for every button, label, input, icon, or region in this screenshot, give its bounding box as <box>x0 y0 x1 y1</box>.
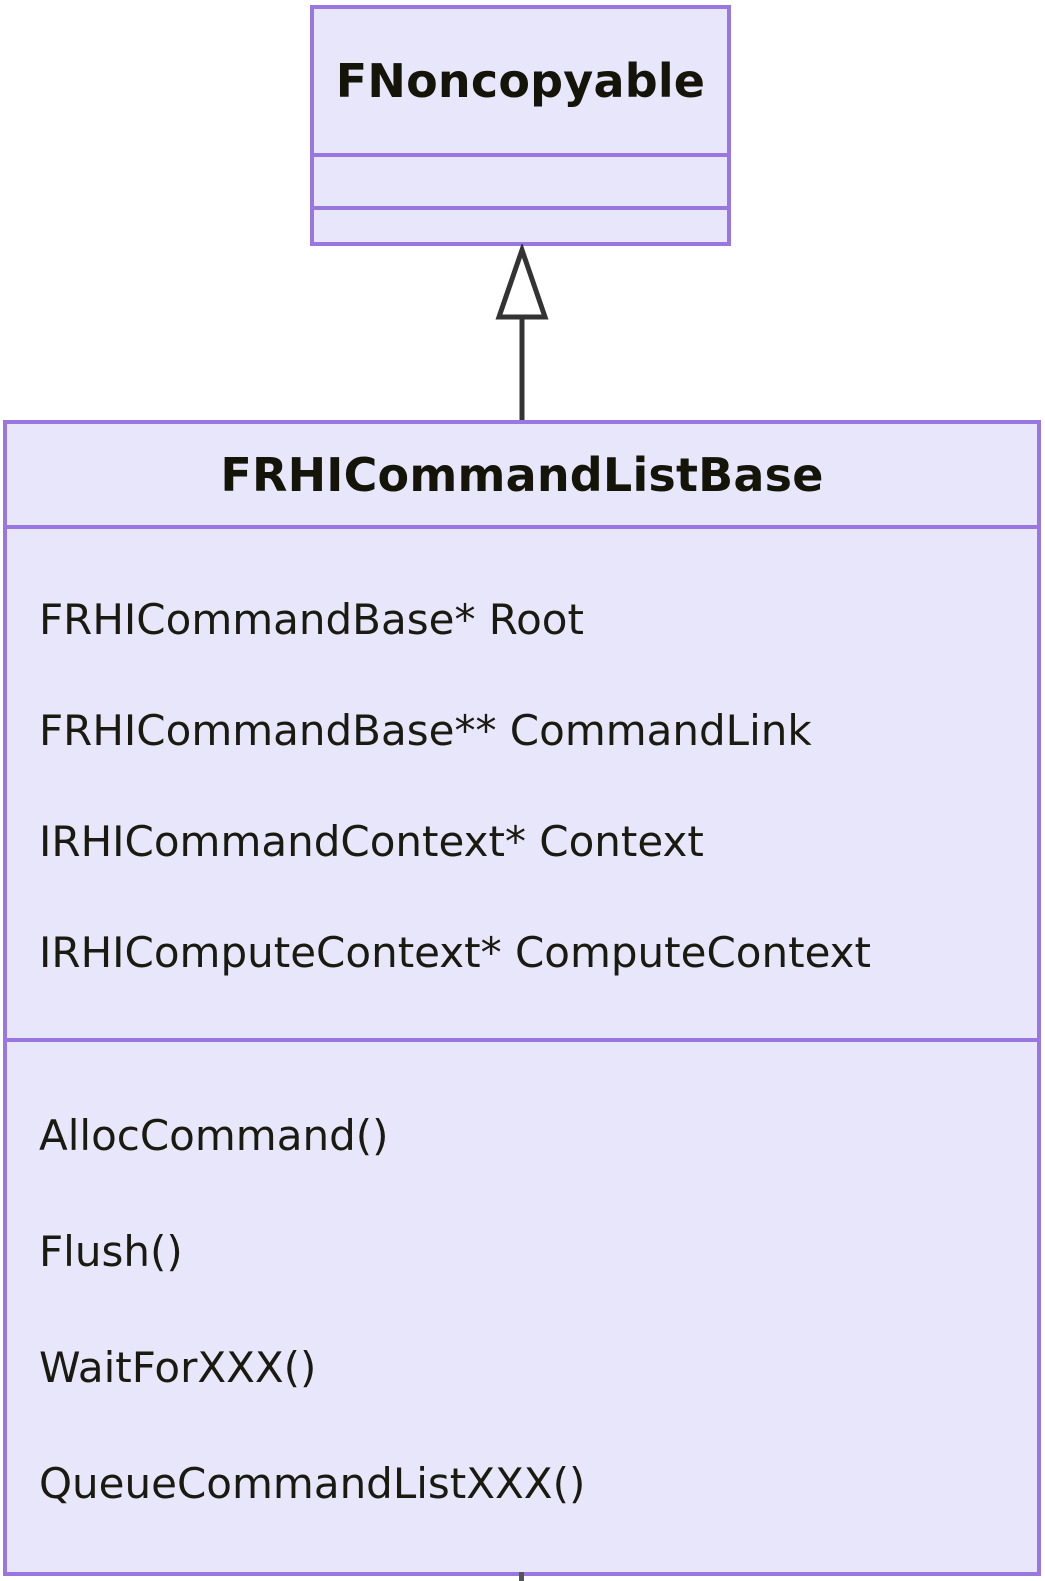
hollow-triangle-icon <box>495 244 549 320</box>
attributes-compartment-frhicommandlistbase: FRHICommandBase* Root FRHICommandBase** … <box>7 525 1037 1038</box>
operations-compartment-fnoncopyable <box>314 206 727 242</box>
class-box-frhicommandlistbase[interactable]: FRHICommandListBase FRHICommandBase* Roo… <box>3 420 1041 1576</box>
operation-row: QueueCommandListXXX() <box>39 1459 586 1508</box>
class-name-frhicommandlistbase: FRHICommandListBase <box>7 424 1037 525</box>
attribute-row: IRHICommandContext* Context <box>39 816 704 866</box>
operations-compartment-frhicommandlistbase: AllocCommand() Flush() WaitForXXX() Queu… <box>7 1038 1037 1572</box>
attribute-row: FRHICommandBase* Root <box>39 595 584 645</box>
class-box-fnoncopyable[interactable]: FNoncopyable <box>310 5 731 246</box>
connector-stub-below-class <box>519 1572 524 1581</box>
attribute-row: IRHIComputeContext* ComputeContext <box>39 927 872 977</box>
attributes-compartment-fnoncopyable <box>314 153 727 206</box>
class-name-fnoncopyable: FNoncopyable <box>314 9 727 153</box>
operation-row: AllocCommand() <box>39 1111 389 1160</box>
operation-row: WaitForXXX() <box>39 1343 317 1392</box>
attribute-row: FRHICommandBase** CommandLink <box>39 706 812 756</box>
generalization-arrow-to-fnoncopyable <box>495 244 549 424</box>
operation-row: Flush() <box>39 1227 183 1276</box>
